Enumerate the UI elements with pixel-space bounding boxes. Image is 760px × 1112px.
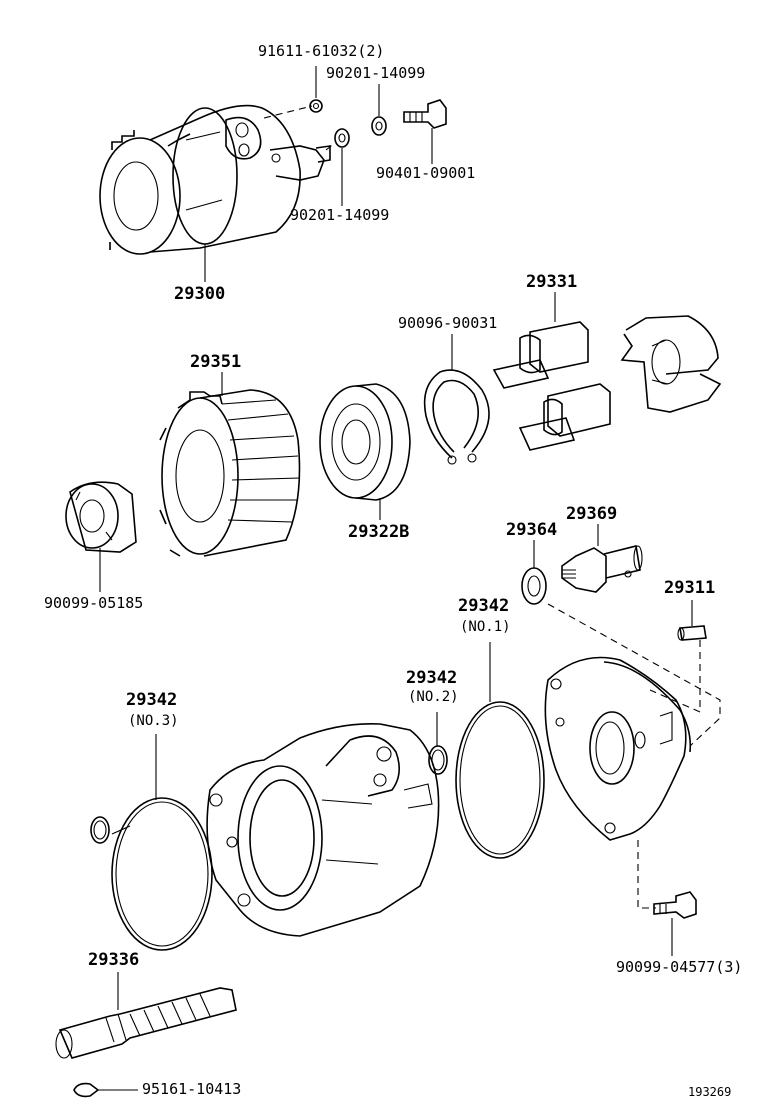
label-29300: 29300 — [174, 284, 226, 304]
washer-90201-mid — [334, 128, 350, 148]
label-no3: (NO.3) — [128, 713, 179, 729]
label-no1: (NO.1) — [460, 619, 511, 635]
bolt-90099-04577 — [653, 891, 697, 919]
label-90401-09001: 90401-09001 — [376, 164, 476, 182]
nut-91611 — [309, 99, 323, 113]
o-ring-no1 — [455, 701, 545, 859]
washer-90201-top — [371, 116, 387, 136]
key-95161 — [73, 1082, 100, 1098]
label-29331: 29331 — [526, 272, 578, 292]
label-29342-no3: 29342 — [126, 690, 178, 710]
main-housing — [206, 722, 440, 937]
label-90096-90031: 90096-90031 — [398, 314, 498, 332]
label-90099-04577: 90099-04577(3) — [616, 958, 743, 976]
label-91611-61032: 91611-61032(2) — [258, 42, 385, 60]
label-29342-no2: 29342 — [406, 668, 458, 688]
nut-90099-05185 — [65, 481, 137, 553]
label-29322b: 29322B — [348, 522, 410, 542]
washer-29364 — [521, 567, 547, 605]
label-90201-14099-top: 90201-14099 — [326, 64, 426, 82]
clutch-parts-29331 — [492, 315, 722, 451]
label-no2: (NO.2) — [408, 689, 459, 705]
o-ring-no3 — [111, 797, 213, 951]
pump-cover-plate — [544, 656, 692, 841]
label-29364: 29364 — [506, 520, 558, 540]
pin-29311 — [677, 625, 707, 641]
gear-29351 — [159, 389, 301, 557]
bolt-90401 — [403, 99, 447, 129]
label-29369: 29369 — [566, 504, 618, 524]
drive-housing-29300 — [99, 104, 337, 255]
union-29369 — [561, 545, 643, 593]
snap-ring-90096 — [423, 369, 490, 465]
figure-id: 193269 — [688, 1085, 732, 1099]
label-90201-14099-mid: 90201-14099 — [290, 206, 390, 224]
label-29311: 29311 — [664, 578, 716, 598]
label-29336: 29336 — [88, 950, 140, 970]
label-95161-10413: 95161-10413 — [142, 1080, 242, 1098]
shaft-29336 — [55, 987, 237, 1059]
label-29342-no1: 29342 — [458, 596, 510, 616]
label-29351: 29351 — [190, 352, 242, 372]
small-o-ring — [90, 816, 110, 844]
bearing-29322b — [319, 383, 411, 501]
label-90099-05185: 90099-05185 — [44, 594, 144, 612]
